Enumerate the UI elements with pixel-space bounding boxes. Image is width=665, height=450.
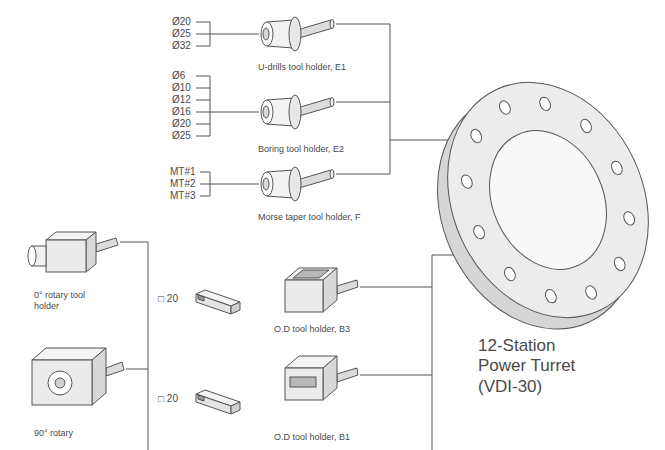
power-turret — [398, 49, 665, 362]
station-hole — [497, 99, 512, 116]
square-shank-tool — [196, 390, 240, 414]
diameter-label: Ø25 — [172, 130, 191, 142]
bracket-line — [360, 255, 480, 450]
diameter-label: Ø32 — [172, 40, 191, 52]
holder-caption: U-drills tool holder, E1 — [258, 62, 346, 73]
diameter-label: Ø16 — [172, 106, 191, 118]
station-hole — [612, 256, 627, 273]
od-holder-b1 — [285, 356, 358, 400]
station-hole — [502, 266, 517, 283]
diameter-label: Ø20 — [172, 16, 191, 28]
bracket-line — [120, 242, 148, 450]
station-hole — [472, 224, 487, 241]
taper-label: MT#1 — [170, 166, 196, 178]
turret-center — [468, 112, 629, 289]
leader-lines — [120, 22, 480, 450]
diameter-label: Ø12 — [172, 94, 191, 106]
turret-title: 12-Station Power Turret (VDI-30) — [478, 336, 603, 397]
holder-caption: O.D tool holder, B1 — [274, 432, 350, 443]
station-hole — [459, 173, 474, 190]
station-hole — [469, 128, 484, 145]
od-holder-b3 — [285, 268, 358, 312]
leader-line — [196, 22, 259, 46]
station-hole — [609, 159, 624, 176]
station-hole — [579, 118, 594, 135]
shank-size: □ 20 — [158, 393, 178, 405]
leader-line — [200, 172, 259, 196]
diameter-label: Ø20 — [172, 118, 191, 130]
taper-label: MT#3 — [170, 190, 196, 202]
station-hole — [543, 288, 558, 305]
station-hole — [584, 284, 599, 301]
holder-caption: 90° rotary — [34, 428, 73, 439]
rotary-holder-0 — [28, 232, 118, 272]
turret-face — [410, 49, 665, 350]
diameter-label: Ø10 — [172, 82, 191, 94]
station-hole — [622, 210, 637, 227]
holder-caption: Morse taper tool holder, F — [258, 212, 361, 223]
holder-caption: 0° rotary tool holder — [34, 290, 96, 312]
shank-size: □ 20 — [158, 293, 178, 305]
u-drill-holder — [261, 17, 334, 51]
diameter-label: Ø6 — [172, 70, 185, 82]
boring-holder — [261, 95, 334, 129]
taper-label: MT#2 — [170, 178, 196, 190]
station-holes — [429, 67, 665, 333]
rotary-holder-90 — [32, 348, 124, 405]
holder-caption: Boring tool holder, E2 — [258, 144, 344, 155]
station-hole — [538, 95, 553, 112]
leader-line — [196, 76, 259, 136]
holder-caption: O.D tool holder, B3 — [274, 324, 350, 335]
morse-taper-holder — [261, 167, 334, 201]
diameter-label: Ø25 — [172, 28, 191, 40]
square-shank-tool — [196, 290, 240, 314]
